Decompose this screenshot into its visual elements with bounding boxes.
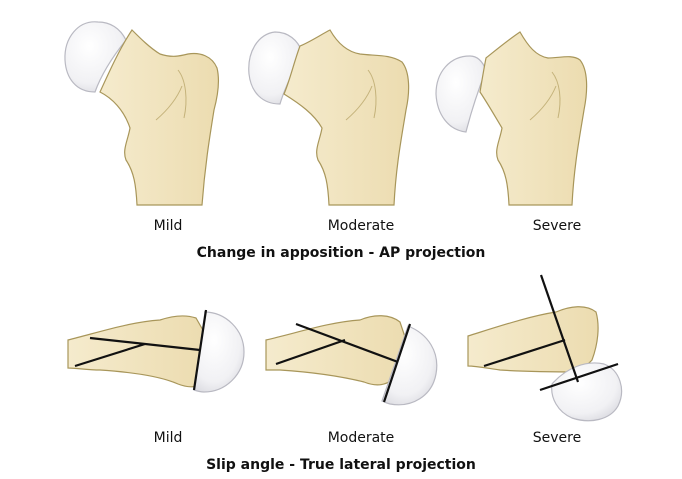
ap-moderate-femoral-head — [248, 31, 303, 105]
lat-severe-shaft-axis — [483, 338, 566, 368]
lat-mild-neck-shaft — [67, 315, 205, 388]
ap-section-title: Change in apposition - AP projection — [196, 245, 486, 261]
ap-label-mild: Mild — [153, 218, 183, 234]
lat-moderate-perpendicular — [295, 322, 399, 364]
lat-moderate-femur — [265, 315, 438, 406]
lat-mild-femoral-head — [193, 311, 245, 393]
ap-moderate-trochanter-line — [345, 69, 377, 121]
ap-moderate-femur — [248, 29, 410, 206]
lat-severe-femur — [467, 274, 623, 422]
lateral-section-title: Slip angle - True lateral projection — [206, 457, 476, 473]
lat-moderate-shaft-axis — [275, 338, 346, 366]
ap-mild-femur — [64, 21, 220, 206]
ap-mild-trochanter-line — [155, 69, 187, 121]
ap-severe-femoral-head — [435, 55, 487, 133]
lat-severe-perpendicular — [539, 274, 580, 383]
lat-mild-perpendicular — [89, 336, 201, 352]
lat-severe-neck-shaft — [467, 306, 599, 373]
lat-label-mild: Mild — [153, 430, 183, 446]
ap-severe-femur — [435, 31, 588, 206]
ap-moderate-femoral-neck-shaft — [283, 29, 410, 206]
lat-label-moderate: Moderate — [327, 430, 395, 446]
lat-moderate-neck-shaft — [265, 315, 407, 386]
lat-label-severe: Severe — [532, 430, 582, 446]
ap-severe-trochanter-line — [529, 71, 561, 121]
lat-severe-physis-line — [539, 362, 619, 392]
lat-mild-shaft-axis — [74, 342, 146, 368]
ap-mild-femoral-head — [64, 21, 127, 93]
ap-label-severe: Severe — [532, 218, 582, 234]
lat-moderate-femoral-head — [381, 325, 438, 406]
lat-mild-femur — [67, 309, 245, 393]
lat-moderate-physis-line — [382, 323, 412, 403]
ap-severe-femoral-neck-shaft — [479, 31, 588, 206]
ap-label-moderate: Moderate — [327, 218, 395, 234]
lat-severe-femoral-head — [551, 362, 623, 422]
